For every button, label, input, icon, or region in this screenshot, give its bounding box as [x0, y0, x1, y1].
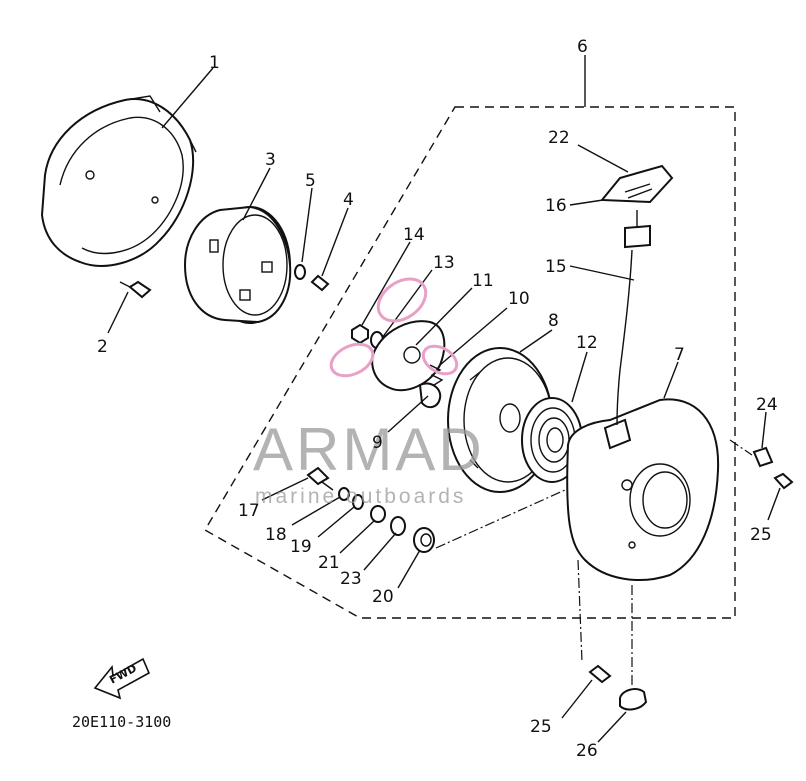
- callout-3: 3: [265, 150, 276, 170]
- part-23-bushing: [390, 516, 406, 536]
- part-21-collar: [370, 505, 386, 523]
- callout-17: 17: [238, 501, 260, 521]
- part-code: 20E110-3100: [72, 713, 171, 731]
- leader-lines: [107, 55, 781, 743]
- callout-6: 6: [577, 37, 588, 57]
- part-16-handle: [599, 164, 674, 249]
- part-10-spring: [429, 364, 444, 386]
- part-24-clip: [752, 446, 774, 468]
- callout-22: 22: [548, 128, 570, 148]
- callout-25-right: 25: [750, 525, 772, 545]
- part-2-bolt: [119, 280, 152, 299]
- part-1-cover: [40, 95, 197, 267]
- callout-12: 12: [576, 333, 598, 353]
- part-11-plate: [371, 320, 446, 392]
- part-25-screw-bottom: [588, 664, 612, 684]
- watermark: ARMAD marine outboards: [253, 277, 485, 508]
- part-3-collar: [183, 205, 292, 324]
- callout-4: 4: [343, 190, 354, 210]
- watermark-logo-icon: [329, 277, 459, 378]
- assembly-boundary: [204, 106, 736, 619]
- callout-19: 19: [290, 537, 312, 557]
- part-19-washer: [352, 494, 364, 510]
- callout-14: 14: [403, 225, 425, 245]
- part-18-spring: [338, 487, 350, 501]
- assembly-lines: [435, 439, 753, 686]
- part-15-rope: [616, 249, 633, 426]
- callout-10: 10: [508, 289, 530, 309]
- part-5-washer: [294, 264, 306, 280]
- watermark-brand: ARMAD: [253, 416, 485, 483]
- callout-9: 9: [372, 433, 383, 453]
- callout-5: 5: [305, 171, 316, 191]
- part-25-screw-right: [773, 472, 794, 490]
- callout-1: 1: [209, 53, 220, 73]
- callout-11: 11: [472, 271, 494, 291]
- callout-15: 15: [545, 257, 567, 277]
- callout-8: 8: [548, 311, 559, 331]
- callout-16: 16: [545, 196, 567, 216]
- callout-20: 20: [372, 587, 394, 607]
- callout-21: 21: [318, 553, 340, 573]
- callout-2: 2: [97, 337, 108, 357]
- part-4-screw: [310, 274, 330, 292]
- part-26-cap: [619, 688, 648, 711]
- part-17-bolt: [306, 466, 334, 491]
- part-20-nut: [413, 527, 435, 553]
- part-9-pawl: [418, 382, 442, 409]
- part-7-case: [566, 398, 720, 581]
- callout-23: 23: [340, 569, 362, 589]
- callout-7: 7: [674, 345, 685, 365]
- part-14-nut: [351, 323, 369, 345]
- callout-24: 24: [756, 395, 778, 415]
- callout-26: 26: [576, 741, 598, 761]
- fwd-arrow-icon: FWD: [93, 657, 151, 700]
- callout-25-bottom: 25: [530, 717, 552, 737]
- callout-labels: 1 2 3 4 5 6 7 8 9 10 11 12 13 14 15 16 1…: [97, 37, 778, 761]
- callout-18: 18: [265, 525, 287, 545]
- watermark-tagline: marine outboards: [255, 485, 466, 508]
- callout-13: 13: [433, 253, 455, 273]
